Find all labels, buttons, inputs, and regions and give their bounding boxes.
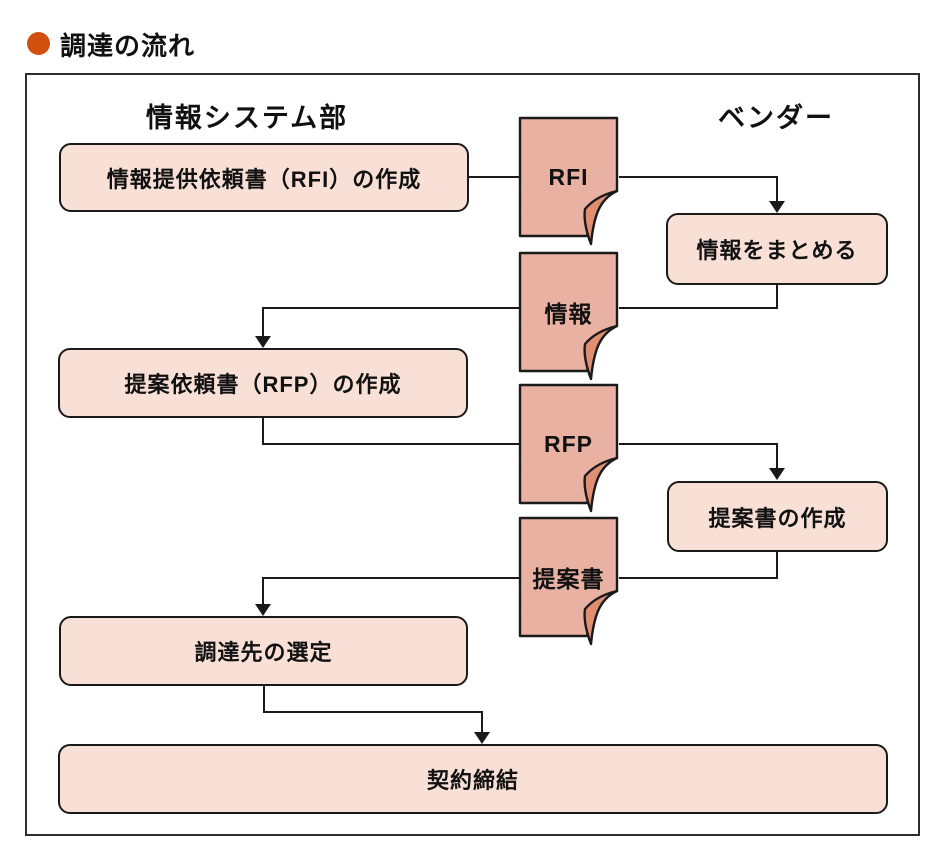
connector-segment xyxy=(262,418,264,445)
process-box-select-supplier: 調達先の選定 xyxy=(59,616,468,686)
document-rfi: RFI xyxy=(518,116,619,246)
process-box-label: 契約締結 xyxy=(426,768,519,793)
process-box-conclude-contract: 契約締結 xyxy=(58,744,888,814)
bullet-icon xyxy=(27,32,50,55)
arrowhead-down-icon xyxy=(255,604,271,616)
connector-segment xyxy=(619,307,778,309)
connector-segment xyxy=(619,443,778,445)
page-title-row: 調達の流れ xyxy=(0,0,946,70)
connector-segment xyxy=(262,307,264,337)
connector-segment xyxy=(263,711,483,713)
connector-segment xyxy=(481,711,483,733)
process-box-gather-info: 情報をまとめる xyxy=(666,213,888,285)
process-box-create-proposal: 提案書の作成 xyxy=(667,481,888,552)
connector-segment xyxy=(262,577,264,605)
connector-segment xyxy=(619,577,778,579)
document-joho: 情報 xyxy=(518,251,619,381)
connector-segment xyxy=(262,443,519,445)
document-label: 情報 xyxy=(544,301,593,327)
arrowhead-down-icon xyxy=(474,732,490,744)
process-box-create-rfp: 提案依頼書（RFP）の作成 xyxy=(58,348,468,418)
document-label: RFI xyxy=(548,163,589,190)
connector-segment xyxy=(263,307,519,309)
page-curl-icon xyxy=(518,116,619,246)
connector-segment xyxy=(776,551,778,579)
lane-header-vendor: ベンダー xyxy=(718,103,834,133)
page-curl-icon xyxy=(518,516,619,646)
connector-segment xyxy=(263,577,519,579)
connector-segment xyxy=(619,176,778,178)
lane-header-info-systems-dept: 情報システム部 xyxy=(145,103,349,133)
process-box-create-rfi: 情報提供依頼書（RFI）の作成 xyxy=(59,143,469,212)
arrowhead-down-icon xyxy=(769,201,785,213)
page-title: 調達の流れ xyxy=(60,31,196,61)
process-box-label: 提案依頼書（RFP）の作成 xyxy=(124,372,402,397)
document-teiansho: 提案書 xyxy=(518,516,619,646)
connector-segment xyxy=(469,176,519,178)
process-box-label: 提案書の作成 xyxy=(708,505,847,531)
page-curl-icon xyxy=(518,383,619,513)
page-curl-icon xyxy=(518,251,619,381)
arrowhead-down-icon xyxy=(255,336,271,348)
document-label: 提案書 xyxy=(532,566,605,592)
connector-segment xyxy=(776,176,778,203)
connector-segment xyxy=(263,686,265,713)
connector-segment xyxy=(776,443,778,469)
document-label: RFP xyxy=(544,430,593,457)
process-box-label: 調達先の選定 xyxy=(194,640,333,665)
process-box-label: 情報をまとめる xyxy=(696,238,858,263)
arrowhead-down-icon xyxy=(769,468,785,480)
document-rfp: RFP xyxy=(518,383,619,513)
connector-segment xyxy=(776,285,778,309)
process-box-label: 情報提供依頼書（RFI）の作成 xyxy=(106,166,422,192)
